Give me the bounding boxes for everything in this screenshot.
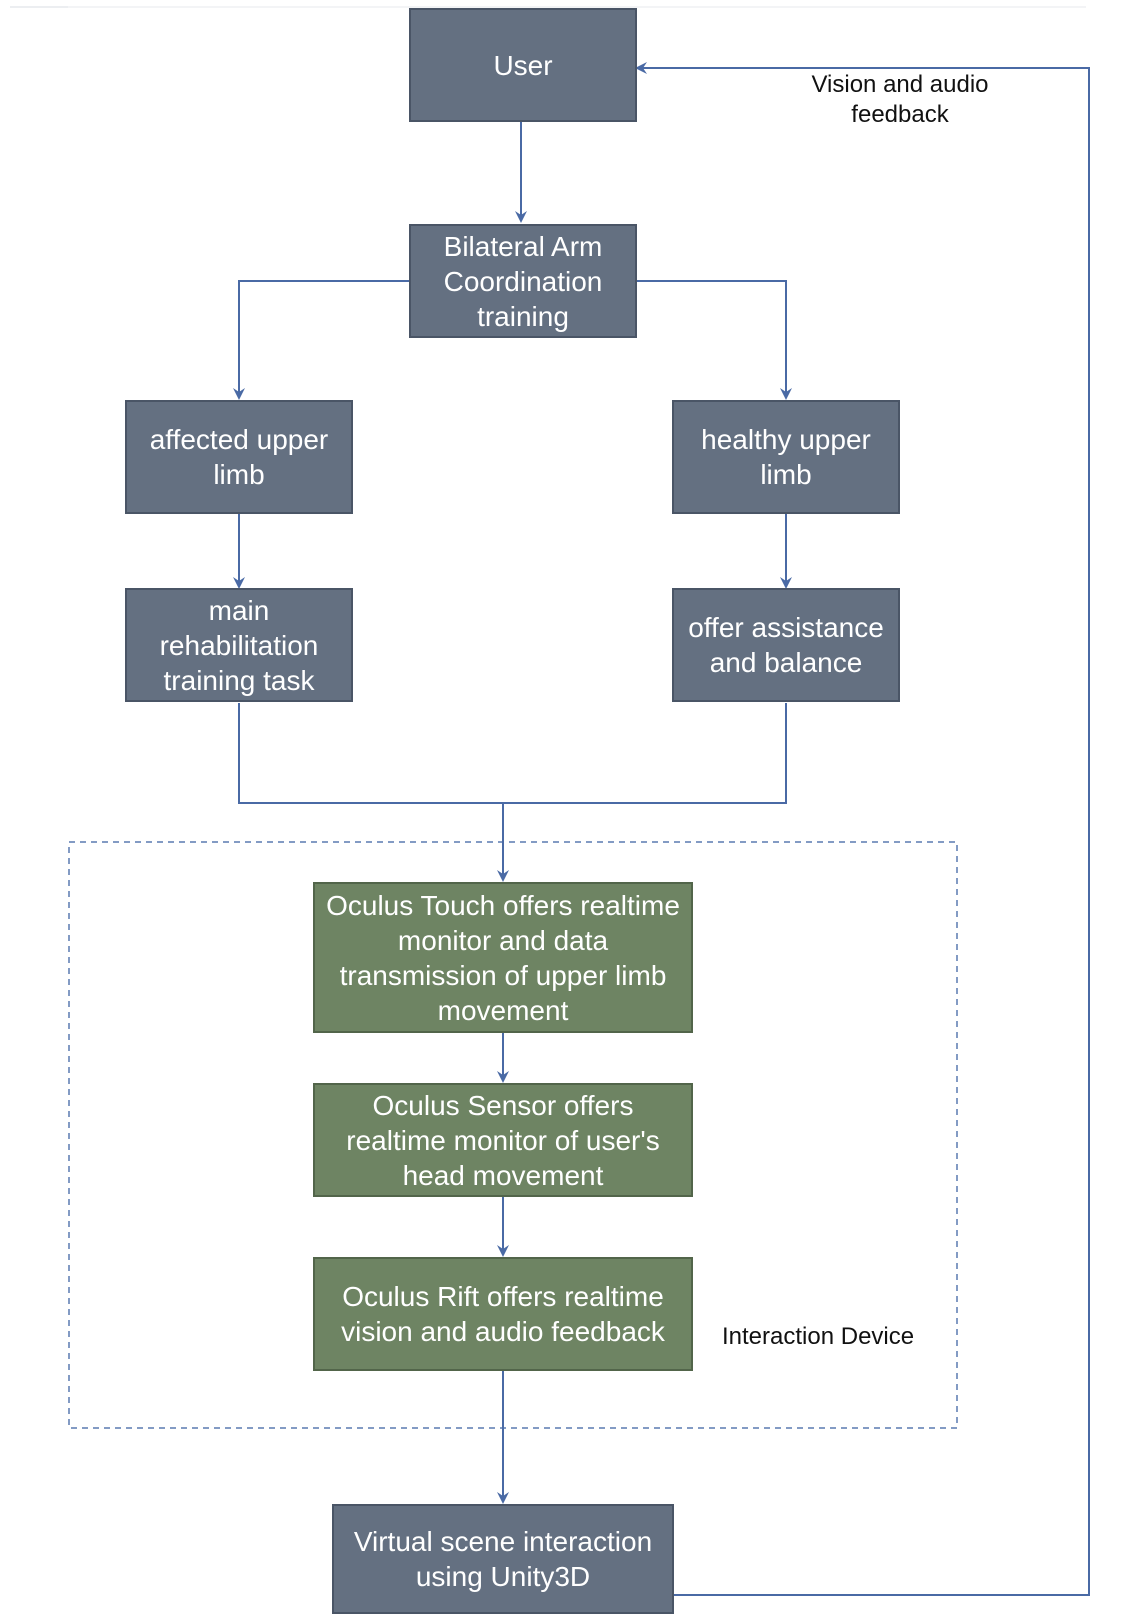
top-edge-line: [10, 6, 68, 8]
interaction-device-group-border: [68, 841, 958, 1429]
node-oculus-sensor: Oculus Sensor offers realtime monitor of…: [313, 1083, 693, 1197]
arrow-bilateral-to-healthy: [635, 280, 792, 400]
arrow-feedback-loop: [635, 62, 1090, 1596]
feedback-label: Vision and audio feedback: [811, 71, 989, 128]
interaction-device-label: Interaction Device: [722, 1323, 915, 1350]
arrow-bilateral-to-affected: [233, 280, 409, 400]
node-oculus-rift: Oculus Rift offers realtime vision and a…: [313, 1257, 693, 1371]
node-virtual-scene: Virtual scene interaction using Unity3D: [332, 1504, 674, 1614]
node-offer-assistance: offer assistance and balance: [672, 588, 900, 702]
node-bilateral-arm-coordination: Bilateral Arm Coordination training: [409, 224, 637, 338]
merge-connector: [238, 703, 787, 804]
node-affected-upper-limb: affected upper limb: [125, 400, 353, 514]
node-healthy-upper-limb: healthy upper limb: [672, 400, 900, 514]
node-main-rehabilitation-task: main rehabilitation training task: [125, 588, 353, 702]
node-oculus-touch: Oculus Touch offers realtime monitor and…: [313, 882, 693, 1033]
node-user: User: [409, 8, 637, 122]
top-edge-line-faint: [68, 6, 1086, 8]
